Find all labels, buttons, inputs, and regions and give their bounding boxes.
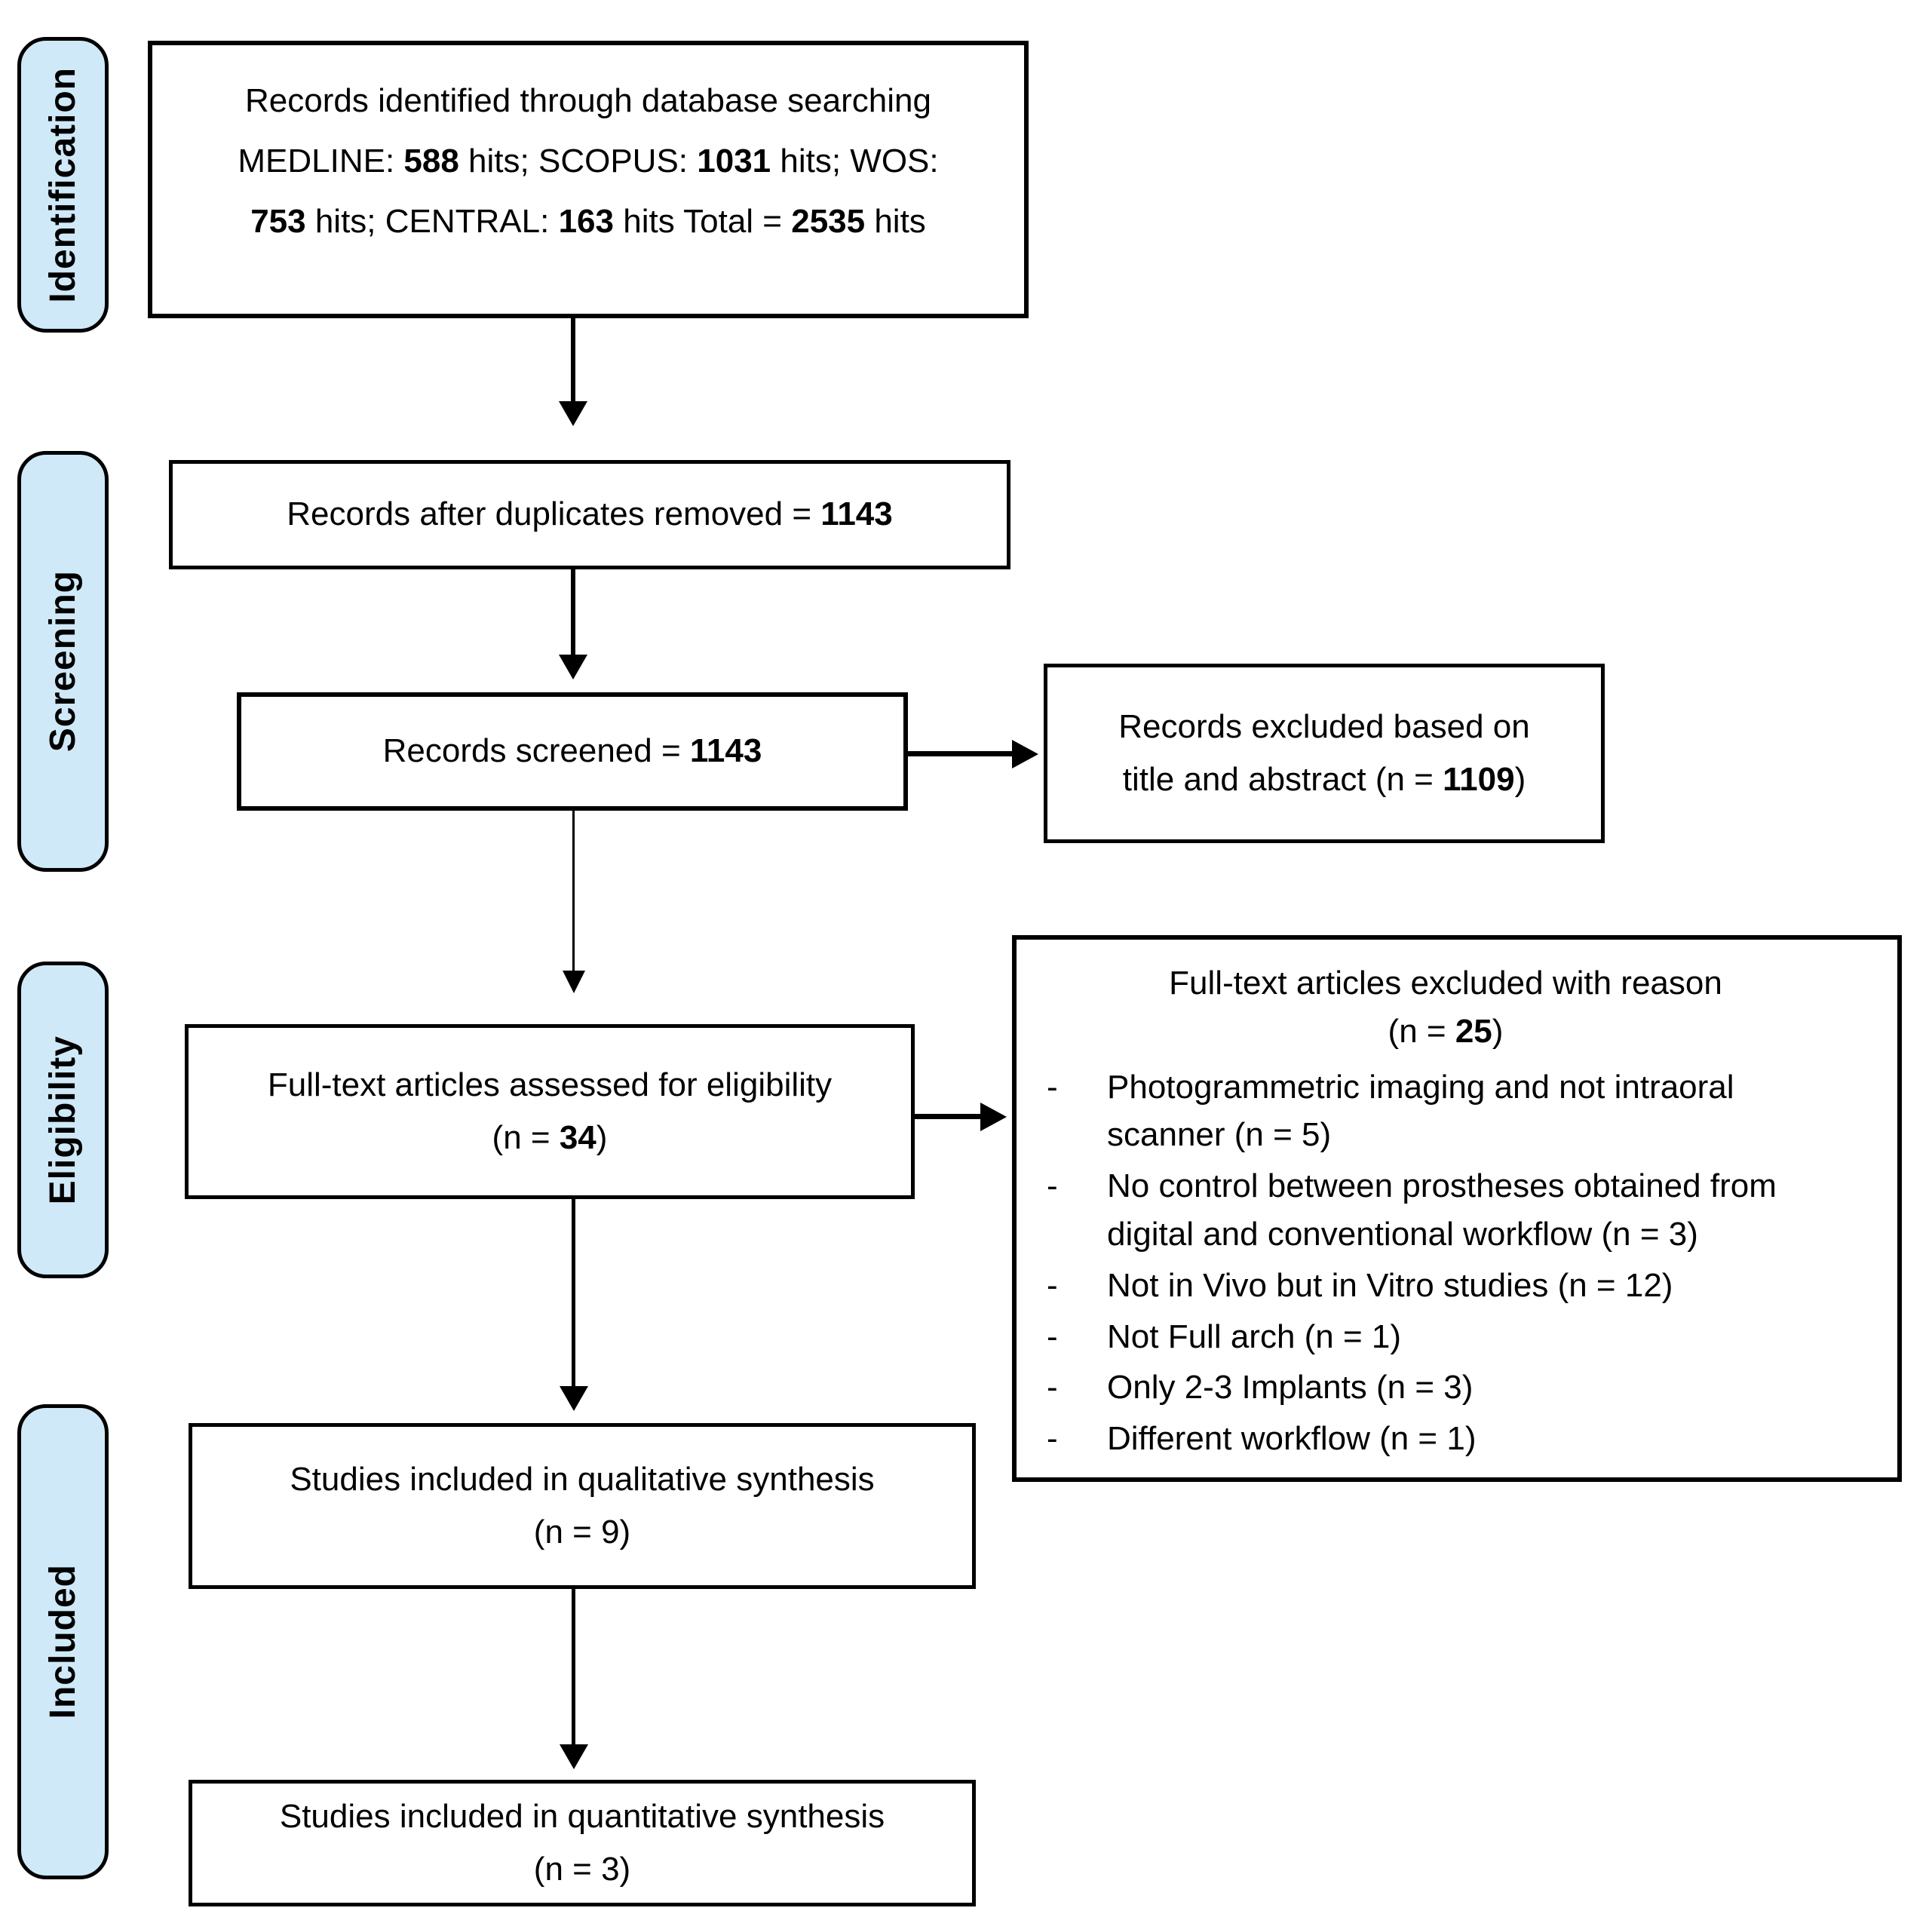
box-records-excluded-line1: Records excluded based on [1118,707,1530,745]
stage-label-identification: Identification [17,37,109,333]
arrow-identified-to-duplicates-head [559,401,587,426]
exclusion-reason-item: - Not Full arch (n = 1) [1017,1313,1875,1361]
box-records-identified-line3: 753 hits; CENTRAL: 163 hits Total = 2535… [250,203,926,241]
box-qualitative-synthesis: Studies included in qualitative synthesi… [189,1423,976,1589]
box-records-excluded: Records excluded based on title and abst… [1044,664,1605,843]
bullet-dash: - [1047,1420,1058,1458]
box-records-identified-line2: MEDLINE: 588 hits; SCOPUS: 1031 hits; WO… [238,143,939,180]
arrow-screened-to-excluded-stem [908,751,1014,756]
arrow-screened-to-assessed-stem [572,811,575,972]
box-fulltext-assessed: Full-text articles assessed for eligibil… [185,1024,915,1199]
stage-label-eligibility-text: Eligibility [43,1035,83,1205]
stage-label-eligibility: Eligibility [17,962,109,1278]
bullet-dash: - [1047,1317,1058,1355]
exclusion-reason-text: Not Full arch (n = 1) [1107,1317,1402,1355]
bullet-dash: - [1047,1068,1058,1106]
exclusion-reason-item: - Only 2-3 Implants (n = 3) [1017,1363,1875,1412]
box-quantitative-synthesis-line2: (n = 3) [533,1851,631,1888]
stage-label-identification-text: Identification [43,66,83,303]
box-duplicates-removed: Records after duplicates removed = 1143 [169,460,1010,569]
exclusion-reason-text: Photogrammetric imaging and not intraora… [1107,1068,1734,1154]
box-records-identified-line1: Records identified through database sear… [245,82,931,119]
exclusion-reason-item: - Photogrammetric imaging and not intrao… [1017,1063,1875,1160]
arrow-screened-to-excluded-head [1012,740,1038,768]
arrow-qualitative-to-quantitative-stem [572,1589,575,1746]
bullet-dash: - [1047,1369,1058,1406]
stage-label-included-text: Included [43,1564,83,1719]
exclusion-reason-text: No control between prostheses obtained f… [1107,1167,1777,1253]
box-fulltext-excluded-header1: Full-text articles excluded with reason [1169,965,1722,1002]
exclusion-reason-item: - Different workflow (n = 1) [1017,1415,1875,1463]
exclusion-reason-text: Only 2-3 Implants (n = 3) [1107,1369,1474,1406]
arrow-duplicates-to-screened-stem [571,569,575,656]
exclusion-reason-item: - No control between prostheses obtained… [1017,1162,1875,1259]
box-fulltext-excluded-header2: (n = 25) [1388,1012,1504,1050]
box-fulltext-excluded: Full-text articles excluded with reason … [1012,935,1902,1482]
box-quantitative-synthesis: Studies included in quantitative synthes… [189,1780,976,1906]
box-records-excluded-line2: title and abstract (n = 1109) [1122,761,1526,798]
stage-label-included: Included [17,1404,109,1879]
box-quantitative-synthesis-line1: Studies included in quantitative synthes… [279,1797,885,1835]
arrow-qualitative-to-quantitative-head [560,1744,588,1769]
arrow-duplicates-to-screened-head [559,655,587,679]
box-qualitative-synthesis-line2: (n = 9) [533,1514,631,1551]
box-records-identified: Records identified through database sear… [148,41,1029,318]
arrow-screened-to-assessed-head [563,971,585,993]
box-records-screened-line1: Records screened = 1143 [382,732,762,770]
box-fulltext-assessed-line2: (n = 34) [492,1119,608,1156]
arrow-assessed-to-excluded-head [980,1103,1007,1131]
box-qualitative-synthesis-line1: Studies included in qualitative synthesi… [290,1460,875,1498]
bullet-dash: - [1047,1266,1058,1304]
box-duplicates-removed-line1: Records after duplicates removed = 1143 [287,495,893,533]
arrow-assessed-to-excluded-stem [914,1114,982,1119]
stage-label-screening: Screening [17,451,109,872]
stage-label-screening-text: Screening [43,570,83,753]
arrow-assessed-to-qualitative-head [560,1386,588,1411]
arrow-identified-to-duplicates-stem [571,318,575,403]
box-fulltext-assessed-line1: Full-text articles assessed for eligibil… [267,1066,833,1103]
exclusion-reason-item: - Not in Vivo but in Vitro studies (n = … [1017,1262,1875,1310]
exclusion-reason-text: Different workflow (n = 1) [1107,1420,1477,1458]
box-records-screened: Records screened = 1143 [237,692,908,811]
arrow-assessed-to-qualitative-stem [572,1199,575,1388]
exclusion-reason-text: Not in Vivo but in Vitro studies (n = 12… [1107,1266,1673,1304]
bullet-dash: - [1047,1167,1058,1205]
